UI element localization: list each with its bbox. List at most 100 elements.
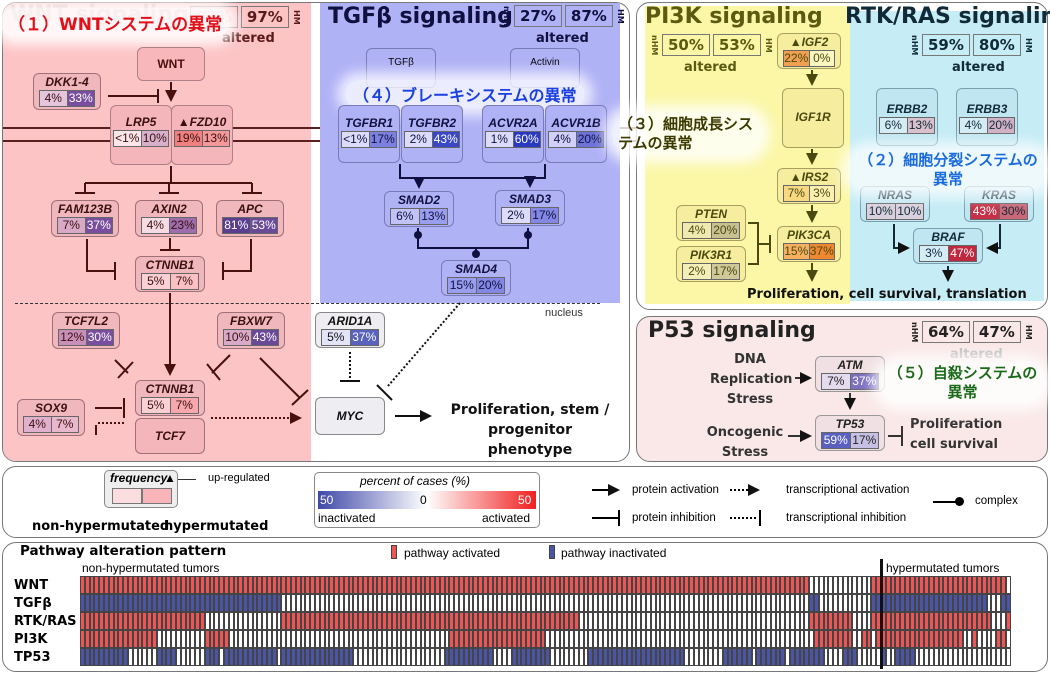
- nras-hm: 10%: [894, 204, 923, 219]
- heatmap-cell: [598, 630, 603, 648]
- heatmap-cell: [871, 648, 877, 666]
- tp53-hm: 17%: [849, 433, 878, 448]
- erbb3-hm: 20%: [986, 118, 1014, 133]
- heatmap-cell: [363, 648, 368, 666]
- heatmap-cell: [257, 594, 263, 612]
- heatmap-cell: [228, 612, 234, 630]
- heatmap-cell: [799, 576, 805, 594]
- heatmap-cell: [454, 594, 459, 612]
- heatmap-cell: [497, 612, 503, 630]
- heatmap-cell: [751, 612, 757, 630]
- heatmap-cell: [406, 612, 411, 630]
- p53-altered-label: altered: [950, 347, 1003, 362]
- heatmap-cell: [996, 594, 1001, 612]
- heatmap-cell: [967, 630, 973, 648]
- heatmap-cell: [439, 648, 445, 666]
- heatmap-cell: [665, 612, 671, 630]
- heatmap-cell: [962, 648, 968, 666]
- heatmap-cell: [674, 630, 680, 648]
- heatmap-cell: [799, 630, 805, 648]
- heatmap-cell: [478, 648, 483, 666]
- heatmap-cell: [156, 612, 162, 630]
- braf-hm: 47%: [947, 246, 976, 261]
- heatmap-cell: [602, 576, 608, 594]
- heatmap-cell: [80, 630, 85, 648]
- heatmap-cell: [991, 612, 997, 630]
- heatmap-cell: [291, 612, 296, 630]
- heatmap-cell: [89, 648, 95, 666]
- heatmap-cell: [953, 630, 958, 648]
- heatmap-cell: [382, 594, 387, 612]
- heatmap-cell: [271, 648, 277, 666]
- heatmap-cell: [588, 576, 594, 594]
- heatmap-cell: [574, 630, 579, 648]
- heatmap-cell: [310, 612, 316, 630]
- heatmap-cell: [660, 612, 666, 630]
- p53-stress-dna: DNA Replication Stress: [710, 352, 793, 407]
- heatmap-cell: [833, 630, 838, 648]
- heatmap-row: [80, 648, 1011, 666]
- heatmap-cell: [358, 576, 364, 594]
- heatmap-cell: [545, 630, 551, 648]
- heatmap-cell: [626, 612, 632, 630]
- heatmap-cell: [502, 576, 507, 594]
- heatmap-cell: [434, 630, 440, 648]
- heatmap-cell: [118, 630, 124, 648]
- heatmap-cell: [425, 612, 431, 630]
- heatmap-cell: [670, 576, 675, 594]
- heatmap-cell: [885, 648, 891, 666]
- heatmap-cell: [89, 612, 95, 630]
- heatmap-cell: [986, 576, 992, 594]
- heatmap-cell: [684, 612, 690, 630]
- heatmap-cell: [833, 612, 838, 630]
- smad4-name: SMAD4: [454, 262, 497, 276]
- heatmap-cell: [305, 630, 311, 648]
- heatmap-cell: [938, 576, 944, 594]
- heatmap-cell: [118, 648, 124, 666]
- heatmap-cell: [660, 648, 666, 666]
- acvr2a-nhm: 1%: [486, 132, 513, 147]
- heatmap-cell: [789, 576, 795, 594]
- heatmap-cell: [506, 594, 512, 612]
- heatmap-cell: [593, 612, 599, 630]
- heatmap-cell: [746, 630, 752, 648]
- heatmap-cell: [123, 648, 128, 666]
- heatmap-cell: [809, 594, 814, 612]
- atm-name: ATM: [837, 358, 863, 372]
- heatmap-cell: [919, 576, 925, 594]
- rtk-altered: nHM 59% 80% HM: [910, 34, 1033, 56]
- heatmap-cell: [852, 576, 858, 594]
- heatmap-cell: [646, 576, 651, 594]
- heatmap-cell: [247, 576, 253, 594]
- heatmap-cell: [84, 576, 90, 594]
- fzd10-nhm: 19%: [175, 131, 202, 146]
- gene-irs2: ▲IRS2 7%3%: [777, 168, 841, 204]
- heatmap-cell: [458, 612, 464, 630]
- heatmap-cell: [703, 576, 709, 594]
- heatmap-cell: [300, 576, 306, 594]
- heatmap-cell: [391, 594, 397, 612]
- heatmap-cell: [84, 594, 90, 612]
- heatmap-cell: [813, 612, 819, 630]
- sox9-nhm: 4%: [24, 417, 51, 432]
- heatmap-cell: [631, 594, 637, 612]
- arid1a-name: ARID1A: [327, 314, 373, 328]
- heatmap-cell: [132, 648, 138, 666]
- heatmap-cell: [80, 648, 85, 666]
- heatmap-cell: [190, 612, 196, 630]
- heatmap-cell: [142, 630, 148, 648]
- heatmap-cell: [837, 594, 843, 612]
- heatmap-cell: [295, 612, 301, 630]
- heatmap-cell: [223, 612, 229, 630]
- heatmap-cell: [511, 648, 517, 666]
- heatmap-cell: [99, 594, 104, 612]
- heatmap-cell: [919, 630, 925, 648]
- heatmap-cell: [866, 648, 872, 666]
- heatmap-cell: [137, 576, 143, 594]
- heatmap-cell: [410, 612, 416, 630]
- heatmap-cell: [425, 576, 431, 594]
- gene-tcf7: TCF7: [135, 418, 205, 454]
- heatmap-cell: [1001, 576, 1006, 594]
- heatmap-cell: [717, 630, 723, 648]
- heatmap-cell: [602, 630, 608, 648]
